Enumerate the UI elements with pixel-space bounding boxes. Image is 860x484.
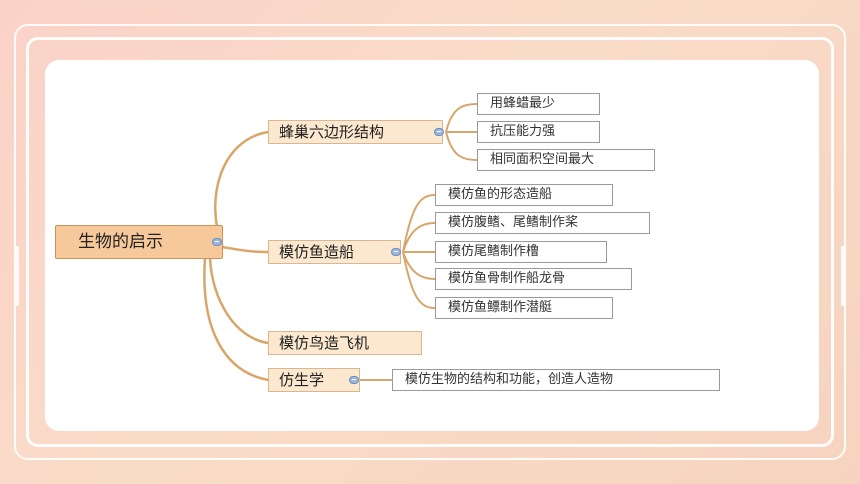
leaf-label: 模仿鱼的形态造船 [448, 187, 553, 202]
leaf-node[interactable]: 抗压能力强 [477, 121, 600, 143]
connector-root-branch-3 [208, 256, 270, 345]
leaf-node[interactable]: 模仿生物的结构和功能，创造人造物 [392, 369, 720, 391]
collapse-icon[interactable] [349, 376, 359, 384]
branch-label: 蜂巢六边形结构 [279, 123, 385, 141]
branch-label: 仿生学 [279, 371, 325, 389]
leaf-label: 模仿尾鳍制作橹 [448, 244, 540, 259]
connector-root-branch-2 [220, 245, 270, 254]
branch-label: 模仿鱼造船 [279, 243, 355, 261]
connector-b2-c1 [402, 194, 436, 253]
decorative-inner-frame [26, 37, 834, 447]
connector-b2-c5 [402, 251, 436, 309]
leaf-node[interactable]: 模仿尾鳍制作橹 [435, 241, 607, 263]
branch-node-bionics[interactable]: 仿生学 [268, 368, 360, 392]
frame-tick-right [841, 246, 844, 306]
leaf-label: 相同面积空间最大 [490, 152, 595, 167]
leaf-node[interactable]: 模仿鱼骨制作船龙骨 [435, 268, 632, 290]
leaf-node[interactable]: 用蜂蜡最少 [477, 93, 600, 115]
leaf-label: 抗压能力强 [490, 124, 556, 139]
root-label: 生物的启示 [78, 232, 163, 252]
decorative-outer-frame [14, 24, 846, 460]
leaf-node[interactable]: 相同面积空间最大 [477, 149, 655, 171]
connector-root-branch-1 [214, 130, 270, 247]
leaf-label: 模仿鱼骨制作船龙骨 [448, 271, 566, 286]
connector-b2-c2 [402, 222, 436, 253]
collapse-icon[interactable] [434, 128, 444, 136]
branch-node-bird-plane[interactable]: 模仿鸟造飞机 [268, 331, 422, 355]
leaf-label: 模仿鱼鳔制作潜艇 [448, 300, 553, 315]
branch-node-fish-ship[interactable]: 模仿鱼造船 [268, 240, 401, 264]
branch-node-honeycomb[interactable]: 蜂巢六边形结构 [268, 120, 443, 144]
leaf-node[interactable]: 模仿鱼鳔制作潜艇 [435, 297, 613, 319]
leaf-node[interactable]: 模仿鱼的形态造船 [435, 184, 613, 206]
connector-b1-c1 [445, 103, 478, 133]
connector-root-branch-4 [203, 256, 270, 382]
collapse-icon[interactable] [212, 238, 222, 246]
connector-b1-c3 [445, 131, 478, 161]
collapse-icon[interactable] [391, 248, 401, 256]
leaf-label: 模仿生物的结构和功能，创造人造物 [405, 372, 614, 387]
leaf-label: 模仿腹鳍、尾鳍制作桨 [448, 215, 579, 230]
root-node[interactable]: 生物的启示 [55, 225, 223, 259]
branch-label: 模仿鸟造飞机 [279, 334, 370, 352]
frame-tick-left [16, 246, 19, 306]
leaf-label: 用蜂蜡最少 [490, 96, 556, 111]
leaf-node[interactable]: 模仿腹鳍、尾鳍制作桨 [435, 212, 650, 234]
